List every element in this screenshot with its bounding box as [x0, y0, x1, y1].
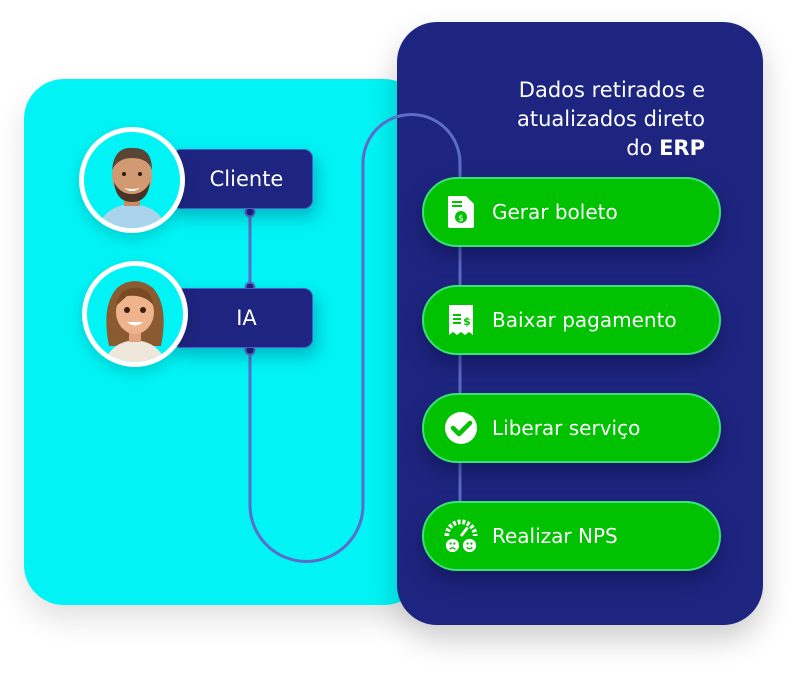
- action-label: Liberar serviço: [492, 416, 641, 440]
- boleto-icon: $: [444, 195, 478, 229]
- check-circle-icon: [444, 411, 478, 445]
- action-gerar-boleto[interactable]: $ Gerar boleto: [422, 177, 721, 247]
- svg-text:$: $: [458, 214, 464, 224]
- role-ia: IA: [172, 288, 313, 348]
- title-line: Dados retirados e: [518, 78, 705, 102]
- title-line: do ERP: [517, 134, 705, 163]
- title-line: atualizados direto: [517, 107, 705, 131]
- action-label: Gerar boleto: [492, 200, 618, 224]
- erp-title: Dados retirados e atualizados direto do …: [517, 76, 705, 163]
- role-label: IA: [236, 306, 257, 330]
- action-liberar-servico[interactable]: Liberar serviço: [422, 393, 721, 463]
- ai-avatar: [82, 261, 188, 367]
- client-avatar: [79, 127, 185, 233]
- action-label: Realizar NPS: [492, 524, 618, 548]
- role-cliente: Cliente: [172, 149, 313, 209]
- role-label: Cliente: [209, 167, 284, 191]
- title-prefix: do: [626, 136, 653, 160]
- action-realizar-nps[interactable]: Realizar NPS: [422, 501, 721, 571]
- svg-text:$: $: [463, 315, 471, 328]
- action-baixar-pagamento[interactable]: $ Baixar pagamento: [422, 285, 721, 355]
- nps-gauge-icon: [444, 519, 478, 553]
- title-erp: ERP: [659, 136, 705, 160]
- action-label: Baixar pagamento: [492, 308, 677, 332]
- receipt-icon: $: [444, 303, 478, 337]
